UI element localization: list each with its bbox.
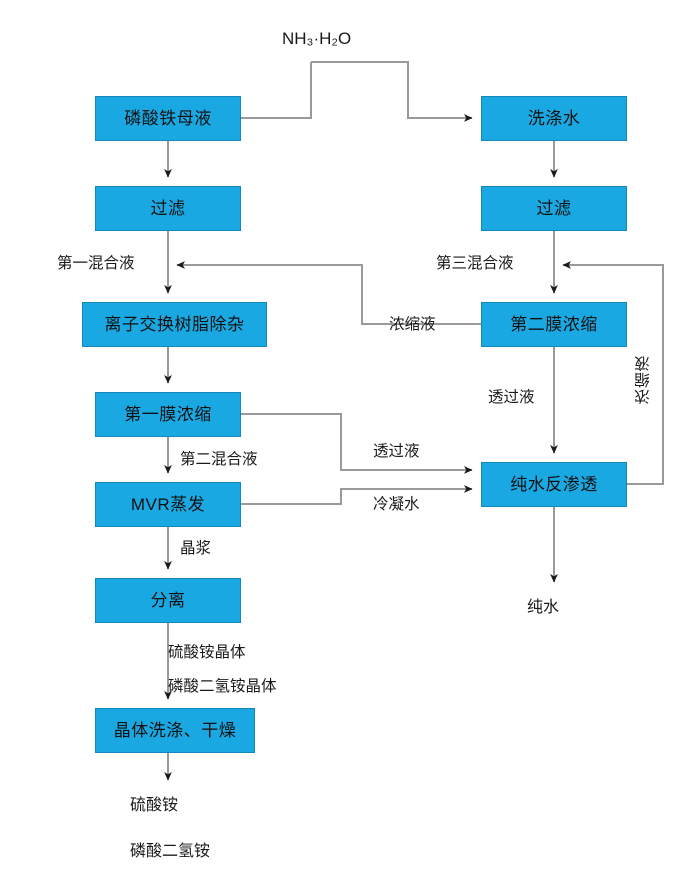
edge-label-ammonium-sulfate-crystal: 硫酸铵晶体 — [168, 644, 246, 661]
node-label: 过滤 — [150, 199, 186, 218]
node-separation[interactable]: 分离 — [95, 578, 241, 623]
node-label: 纯水反渗透 — [510, 475, 598, 494]
node-label: 离子交换树脂除杂 — [104, 315, 245, 334]
edge-label-permeate-right: 透过液 — [488, 389, 535, 406]
output-label-pure-water: 纯水 — [527, 599, 560, 616]
node-label: MVR蒸发 — [130, 495, 206, 514]
node-label: 磷酸铁母液 — [124, 109, 212, 128]
wire-nh3-to-iron-phosphate — [231, 62, 312, 122]
node-mvr-evaporation[interactable]: MVR蒸发 — [95, 482, 241, 527]
node-label: 第二膜浓缩 — [510, 315, 598, 334]
edge-label-concentrate-left: 浓缩液 — [389, 316, 436, 333]
node-iron-phosphate-mother-liquor[interactable]: 磷酸铁母液 — [95, 96, 241, 141]
edge-label-crystal-slurry: 晶浆 — [180, 540, 212, 557]
node-label: 晶体洗涤、干燥 — [113, 721, 237, 740]
wire-first-membrane-permeate-to-ro — [241, 413, 473, 474]
output-label-mono-ammonium-phosphate: 磷酸二氢铵 — [130, 843, 211, 860]
node-filter-left[interactable]: 过滤 — [95, 186, 241, 231]
edge-label-concentrate-vertical: 浓缩液 — [635, 355, 652, 405]
node-crystal-wash-dry[interactable]: 晶体洗涤、干燥 — [95, 708, 255, 753]
node-filter-right[interactable]: 过滤 — [481, 186, 627, 231]
node-ion-exchange-resin[interactable]: 离子交换树脂除杂 — [82, 302, 267, 347]
node-first-membrane-concentration[interactable]: 第一膜浓缩 — [95, 392, 241, 437]
edge-label-second-mixed-liquid: 第二混合液 — [180, 451, 258, 468]
node-pure-water-reverse-osmosis[interactable]: 纯水反渗透 — [481, 462, 627, 507]
edge-label-mono-ammonium-phosphate-crystal: 磷酸二氢铵晶体 — [168, 678, 277, 695]
wire-nh3-to-wash-water — [311, 61, 473, 122]
edge-label-first-mixed-liquid: 第一混合液 — [57, 255, 135, 272]
wire-mvr-condensate-to-ro — [241, 485, 473, 505]
edge-label-permeate-left: 透过液 — [373, 443, 420, 460]
node-label: 第一膜浓缩 — [124, 405, 212, 424]
node-label: 分离 — [150, 591, 186, 610]
node-label: 过滤 — [536, 199, 572, 218]
output-label-ammonium-sulfate: 硫酸铵 — [130, 797, 179, 814]
nh3-h2o-formula: NH₃·H₂O — [282, 29, 352, 48]
edge-label-condensate-water: 冷凝水 — [373, 496, 420, 513]
node-label: 洗涤水 — [527, 109, 581, 128]
node-wash-water[interactable]: 洗涤水 — [481, 96, 627, 141]
node-second-membrane-concentration[interactable]: 第二膜浓缩 — [481, 302, 627, 347]
edge-label-third-mixed-liquid: 第三混合液 — [436, 255, 514, 272]
